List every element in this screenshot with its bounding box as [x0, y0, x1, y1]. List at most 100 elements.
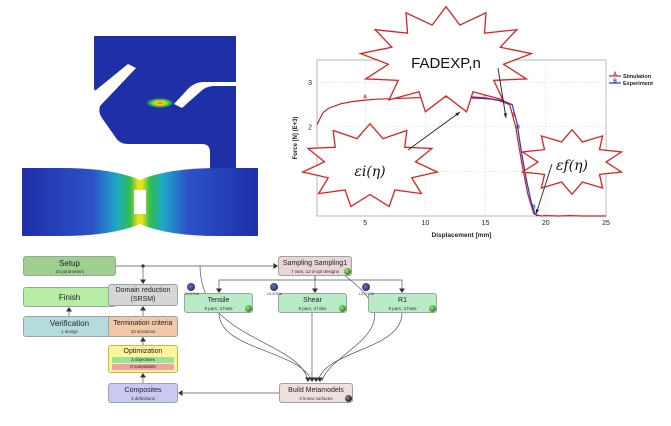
arrow-epsilon-f-head	[535, 209, 540, 214]
connector-tensile-metamodels	[218, 312, 313, 382]
composites-sub: 3 definitions	[130, 396, 156, 401]
arrow-fadexp	[497, 67, 507, 119]
ls-dyna-label: LS-DYNA	[359, 292, 375, 296]
termination-title: Termination criteria	[113, 320, 173, 327]
ls-dyna-logo-icon	[362, 283, 370, 291]
callout-epsilon-i-label: εi(η)	[354, 164, 385, 180]
fea-shear-specimen	[94, 36, 236, 190]
x-axis-label: Displacement [mm]	[432, 232, 492, 239]
callout-fadexp-label: FADEXP,n	[411, 55, 481, 72]
ls-dyna-label: LS-DYNA	[267, 292, 283, 296]
connector-sampling-r1	[315, 279, 403, 291]
sampling-node[interactable]: Sampling Sampling1 7 vars, 13 d-opt desi…	[278, 256, 352, 276]
optimization-constraints: 0 constraints	[112, 364, 174, 370]
verification-node[interactable]: Verification 1 design	[23, 316, 116, 337]
series-marker-a: A	[511, 112, 515, 118]
legend-marker: A	[613, 72, 617, 78]
ls-dyna-logo-icon	[187, 283, 195, 291]
ls-dyna-logo-icon	[270, 283, 278, 291]
arrow-epsilon-f	[535, 163, 553, 215]
optimization-node[interactable]: Optimization 3 objectives 0 constraints	[108, 345, 178, 373]
arrowhead	[273, 263, 278, 269]
arrowhead	[140, 279, 146, 284]
arrowhead	[305, 377, 311, 382]
metamodels-sub: 0 linear surfaces	[299, 396, 333, 401]
termination-node[interactable]: Termination criteria 10 iterations	[108, 316, 178, 337]
callout-epsilon-i-shape	[300, 122, 440, 208]
arrowhead	[317, 377, 323, 382]
fea-tensile-specimen	[22, 168, 258, 236]
composites-node[interactable]: Composites 3 definitions	[108, 383, 178, 403]
tensile-node[interactable]: Tensile 8 pars, 3 hists	[184, 293, 253, 313]
callout-epsilon-f-label: εf(η)	[556, 158, 588, 174]
finish-node[interactable]: Finish	[23, 287, 116, 307]
series-marker-b: B	[532, 205, 536, 211]
y-tick-label: 2	[308, 124, 312, 131]
verification-title: Verification	[49, 319, 90, 328]
x-tick-label: 10	[421, 220, 429, 227]
legend-label: Simulation	[623, 74, 652, 80]
tensile-sub: 8 pars, 3 hists	[204, 306, 233, 311]
x-tick-label: 5	[363, 220, 367, 227]
x-tick-label: 15	[482, 220, 490, 227]
metamodels-title: Build Metamodels	[288, 387, 344, 394]
arrowhead	[216, 288, 222, 293]
arrowhead	[312, 288, 318, 293]
legend-label: Experiment	[623, 81, 653, 87]
series-marker-b: B	[516, 125, 520, 131]
connector-bypass-metamodels	[199, 265, 309, 382]
sampling-sub: 7 vars, 13 d-opt designs	[290, 269, 340, 274]
optimization-title: Optimization	[123, 348, 163, 355]
sampling-status-icon	[344, 268, 351, 275]
verification-sub: 1 design	[60, 329, 78, 334]
domain-reduction-title: Domain reduction (SRSM)	[115, 287, 171, 303]
r1-sub: 8 pars, 3 hists	[388, 306, 417, 311]
arrowhead	[309, 377, 315, 382]
finish-title: Finish	[58, 293, 81, 302]
composites-title: Composites	[124, 387, 162, 394]
series-line-experiment	[455, 96, 538, 217]
arrowhead	[140, 306, 146, 311]
y-axis-label: Force [N] (E+3)	[293, 117, 299, 160]
metamodels-status-icon	[345, 395, 352, 402]
connector-r1-metamodels	[317, 312, 403, 382]
y-tick-label: 3	[308, 80, 312, 87]
arrow-epsilon-i	[407, 111, 461, 151]
shear-sub: 8 pars, 3 hists	[298, 306, 327, 311]
setup-title: Setup	[59, 259, 80, 268]
arrowhead	[66, 307, 72, 312]
setup-sub: 10 parameters	[54, 269, 84, 274]
ls-dyna-label: LS-DYNA	[184, 292, 200, 296]
termination-sub: 10 iterations	[130, 329, 156, 334]
arrowhead	[178, 390, 183, 396]
x-tick-label: 25	[602, 220, 610, 227]
x-tick-label: 20	[542, 220, 550, 227]
force-displacement-chart: 510152025123Displacement [mm]Force [N] (…	[293, 5, 653, 239]
shear-title: Shear	[303, 297, 322, 304]
arrowhead	[140, 373, 146, 378]
legend-marker: B	[613, 79, 617, 85]
optimization-objectives: 3 objectives	[112, 357, 174, 363]
sampling-title: Sampling Sampling1	[282, 260, 348, 267]
tensile-status-icon	[245, 305, 252, 312]
arrowhead	[313, 377, 319, 382]
r1-title: R1	[398, 297, 407, 304]
r1-status-icon	[429, 305, 436, 312]
setup-node[interactable]: Setup 10 parameters	[23, 256, 116, 276]
build-metamodels-node[interactable]: Build Metamodels 0 linear surfaces	[279, 383, 353, 403]
callout-fadexp-shape	[358, 5, 534, 113]
arrow-fadexp-head	[503, 113, 507, 118]
domain-reduction-node[interactable]: Domain reduction (SRSM)	[108, 284, 178, 306]
tensile-title: Tensile	[207, 297, 230, 304]
r1-node[interactable]: R1 8 pars, 3 hists	[368, 293, 437, 313]
connector-sampling-tensile	[218, 276, 316, 291]
connector-sampling-metamodels	[321, 275, 375, 382]
series-marker-a: A	[363, 95, 367, 101]
arrowhead	[399, 288, 405, 293]
arrowhead	[140, 337, 146, 342]
shear-node[interactable]: Shear 8 pars, 3 hists	[278, 293, 347, 313]
shear-status-icon	[339, 305, 346, 312]
arrow-epsilon-i-head	[455, 112, 460, 117]
